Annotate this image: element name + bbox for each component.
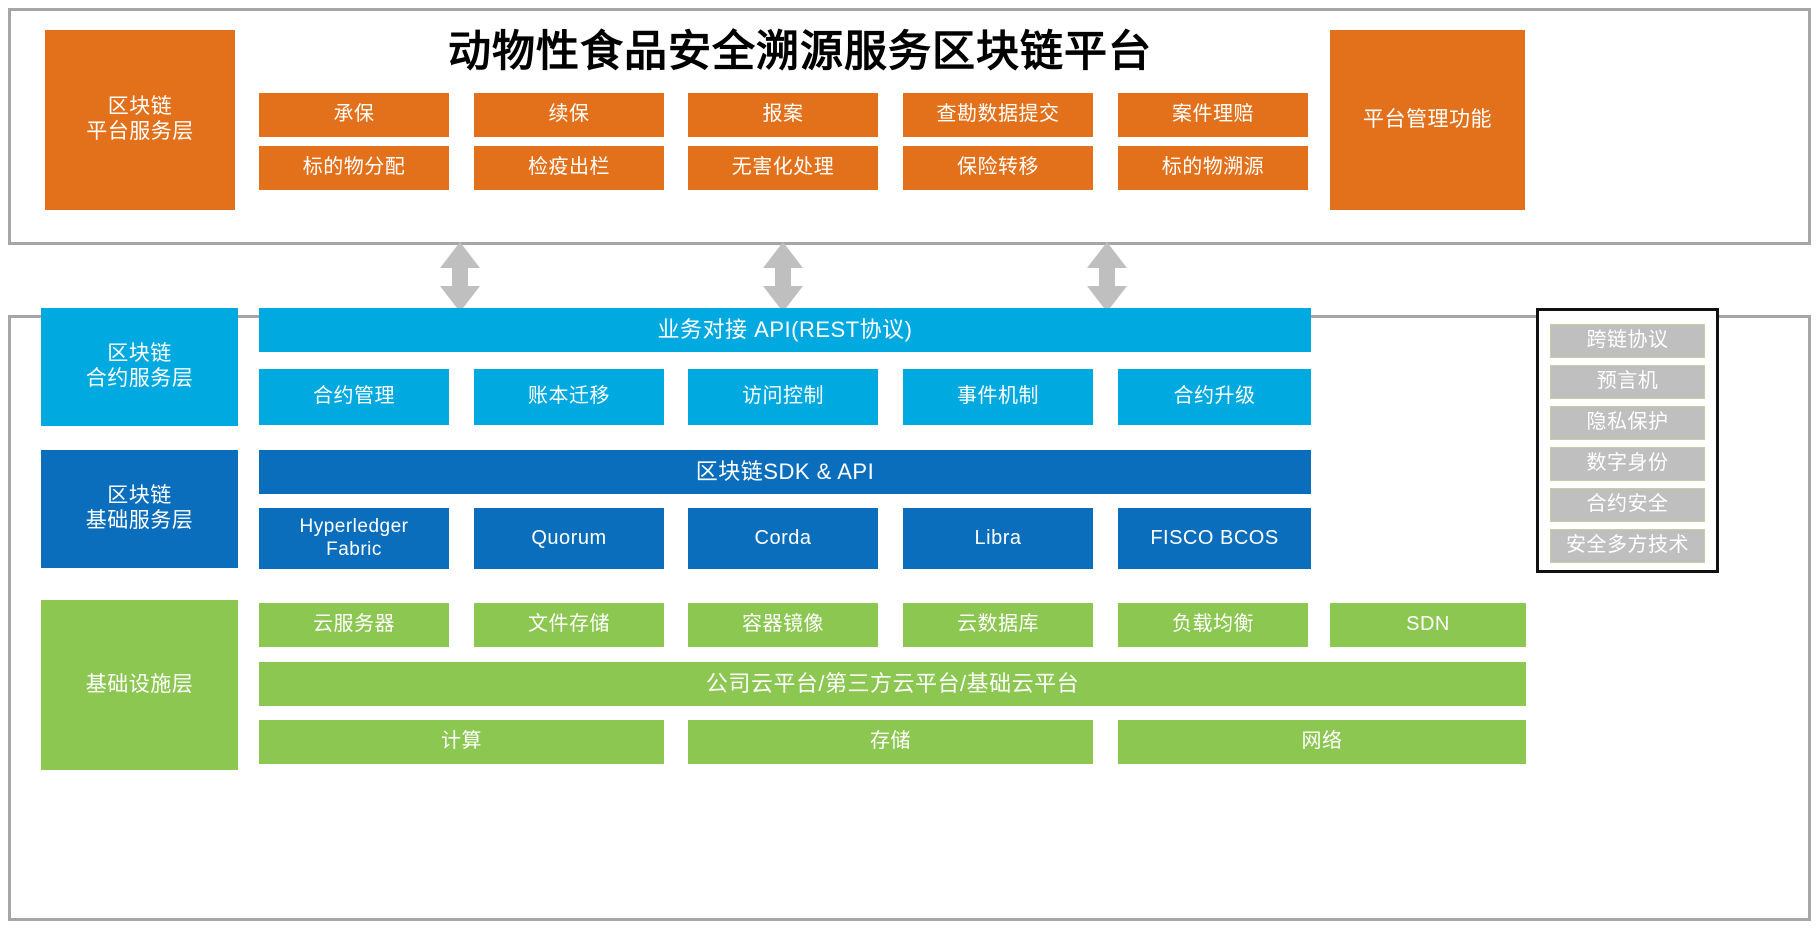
layer-label-line2: 基础服务层 bbox=[85, 509, 194, 532]
double-arrow-icon-1 bbox=[438, 242, 482, 312]
service-box-chengbao[interactable]: 承保 bbox=[259, 93, 449, 137]
base-box-libra[interactable]: Libra bbox=[903, 508, 1093, 569]
infra-box-sdn[interactable]: SDN bbox=[1330, 603, 1526, 647]
service-box-jianyichulan[interactable]: 检疫出栏 bbox=[474, 146, 664, 190]
contract-box-heyueguanli[interactable]: 合约管理 bbox=[259, 369, 449, 425]
capability-box-yinsibaohu[interactable]: 隐私保护 bbox=[1550, 406, 1705, 440]
double-arrow-icon-2 bbox=[761, 242, 805, 312]
infra-box-fuzaijunheng[interactable]: 负载均衡 bbox=[1118, 603, 1308, 647]
infra-box-wangluo[interactable]: 网络 bbox=[1118, 720, 1526, 764]
contract-box-zhangbenqianyi[interactable]: 账本迁移 bbox=[474, 369, 664, 425]
service-box-wuhaihua[interactable]: 无害化处理 bbox=[688, 146, 878, 190]
layer-label-base-service: 区块链 基础服务层 bbox=[41, 450, 238, 568]
service-box-baoan[interactable]: 报案 bbox=[688, 93, 878, 137]
layer-label-line1: 区块链 bbox=[107, 95, 173, 119]
layer-label-line1: 区块链 bbox=[107, 484, 172, 508]
service-box-xubao[interactable]: 续保 bbox=[474, 93, 664, 137]
service-box-biaodiwufenpei[interactable]: 标的物分配 bbox=[259, 146, 449, 190]
layer-label-contract-service: 区块链 合约服务层 bbox=[41, 308, 238, 426]
capability-box-kualianxieyi[interactable]: 跨链协议 bbox=[1550, 324, 1705, 358]
infra-box-rongqijingxiang[interactable]: 容器镜像 bbox=[688, 603, 878, 647]
service-box-baoxianzhuanyi[interactable]: 保险转移 bbox=[903, 146, 1093, 190]
layer-label-infrastructure: 基础设施层 bbox=[41, 600, 238, 770]
platform-management-box[interactable]: 平台管理功能 bbox=[1330, 30, 1525, 210]
base-box-hyperledger-fabric[interactable]: Hyperledger Fabric bbox=[259, 508, 449, 569]
infra-box-jisuan[interactable]: 计算 bbox=[259, 720, 664, 764]
infra-box-cunchu[interactable]: 存储 bbox=[688, 720, 1093, 764]
contract-box-shijianjizhi[interactable]: 事件机制 bbox=[903, 369, 1093, 425]
service-box-chakan[interactable]: 查勘数据提交 bbox=[903, 93, 1093, 137]
infra-box-yunfuwuqi[interactable]: 云服务器 bbox=[259, 603, 449, 647]
base-box-line2: Fabric bbox=[326, 538, 382, 560]
infra-box-wenjiancunchu[interactable]: 文件存储 bbox=[474, 603, 664, 647]
service-box-biaodiwusuyuan[interactable]: 标的物溯源 bbox=[1118, 146, 1308, 190]
layer-label-line2: 平台服务层 bbox=[86, 120, 194, 143]
cloud-platform-bar[interactable]: 公司云平台/第三方云平台/基础云平台 bbox=[259, 662, 1526, 706]
double-arrow-icon-3 bbox=[1085, 242, 1129, 312]
base-box-corda[interactable]: Corda bbox=[688, 508, 878, 569]
capability-box-shuzishenfen[interactable]: 数字身份 bbox=[1550, 447, 1705, 481]
capability-box-yuyanji[interactable]: 预言机 bbox=[1550, 365, 1705, 399]
capability-box-anquanduofang[interactable]: 安全多方技术 bbox=[1550, 529, 1705, 563]
layer-label-line1: 区块链 bbox=[107, 342, 172, 366]
base-box-line1: Hyperledger bbox=[299, 516, 409, 538]
infra-box-yunshujuku[interactable]: 云数据库 bbox=[903, 603, 1093, 647]
capability-box-heyueanquan[interactable]: 合约安全 bbox=[1550, 488, 1705, 522]
contract-box-fangwenkongzhi[interactable]: 访问控制 bbox=[688, 369, 878, 425]
layer-label-platform-service: 区块链 平台服务层 bbox=[45, 30, 235, 210]
contract-box-heyueshengji[interactable]: 合约升级 bbox=[1118, 369, 1311, 425]
sdk-bar-blockchain[interactable]: 区块链SDK & API bbox=[259, 450, 1311, 494]
page-title: 动物性食品安全溯源服务区块链平台 bbox=[448, 28, 1152, 76]
api-bar-business-rest[interactable]: 业务对接 API(REST协议) bbox=[259, 308, 1311, 352]
layer-label-line2: 合约服务层 bbox=[85, 367, 194, 390]
base-box-fisco-bcos[interactable]: FISCO BCOS bbox=[1118, 508, 1311, 569]
base-box-quorum[interactable]: Quorum bbox=[474, 508, 664, 569]
service-box-anjianlipei[interactable]: 案件理赔 bbox=[1118, 93, 1308, 137]
